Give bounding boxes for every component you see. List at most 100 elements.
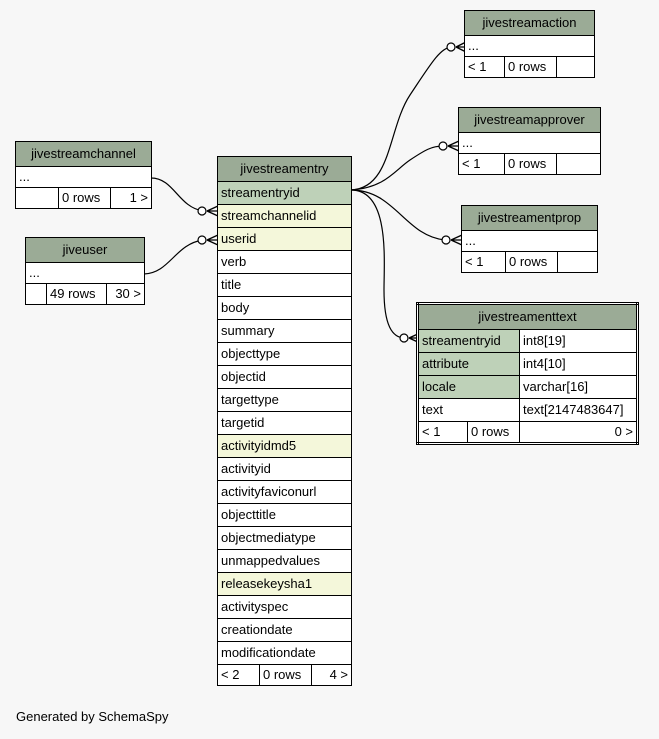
stat-parents: < 1 (461, 251, 506, 273)
column-row: creationdate (217, 618, 352, 642)
edge-entry-to-channel (150, 177, 204, 212)
column-row: summary (217, 319, 352, 343)
stat-parents: < 1 (417, 421, 468, 444)
column-row: body (217, 296, 352, 320)
column-row: verb (217, 250, 352, 274)
column-row: title (217, 273, 352, 297)
column-row: objectmediatype (217, 526, 352, 550)
column-row: objecttitle (217, 503, 352, 527)
column-row: objectid (217, 365, 352, 389)
table-header: jivestreamenttext (417, 303, 638, 330)
edge-entry-to-user (143, 239, 204, 275)
column-name: text (417, 398, 520, 422)
column-type: int4[10] (519, 352, 638, 376)
columns-ellipsis: ... (458, 132, 601, 154)
stat-parents (25, 283, 47, 305)
table-header: jivestreamentprop (461, 205, 598, 231)
stat-rows: 0 rows (58, 187, 111, 209)
stat-parents: < 1 (464, 56, 505, 78)
stat-children (556, 153, 601, 175)
edge-entry-to-action (350, 46, 452, 191)
stat-parents (15, 187, 59, 209)
column-name: title (217, 273, 352, 297)
table-jivestreamapprover[interactable]: jivestreamapprover ... < 1 0 rows (458, 107, 601, 175)
column-name: activityspec (217, 595, 352, 619)
crowfoot-user (206, 234, 219, 246)
generated-by-footer: Generated by SchemaSpy (16, 709, 169, 724)
column-name: body (217, 296, 352, 320)
stat-rows: 0 rows (259, 664, 312, 686)
column-name: summary (217, 319, 352, 343)
table-header: jiveuser (25, 237, 145, 263)
column-row: streamchannelid (217, 204, 352, 228)
crowfoot-entprop (450, 234, 463, 246)
column-name: unmappedvalues (217, 549, 352, 573)
stat-rows: 0 rows (504, 153, 557, 175)
crowfoot-approver (447, 140, 460, 152)
columns-ellipsis: ... (461, 230, 598, 252)
column-name: locale (417, 375, 520, 399)
column-name: streamchannelid (217, 204, 352, 228)
column-name: attribute (417, 352, 520, 376)
table-jiveuser[interactable]: jiveuser ... 49 rows 30 > (25, 237, 145, 305)
stat-rows: 0 rows (504, 56, 557, 78)
column-name: verb (217, 250, 352, 274)
crowfoot-channel (206, 205, 219, 217)
stat-children (557, 251, 598, 273)
edge-entry-to-enttext (350, 189, 406, 339)
stat-rows: 49 rows (46, 283, 107, 305)
stat-children: 4 > (311, 664, 352, 686)
column-name: activityid (217, 457, 352, 481)
column-name: releasekeysha1 (217, 572, 352, 596)
column-row: releasekeysha1 (217, 572, 352, 596)
edge-entry-to-approver (350, 145, 444, 191)
column-row: unmappedvalues (217, 549, 352, 573)
column-row: targettype (217, 388, 352, 412)
column-row: activityspec (217, 595, 352, 619)
column-name: objectid (217, 365, 352, 389)
column-row: targetid (217, 411, 352, 435)
column-name: targettype (217, 388, 352, 412)
column-name: creationdate (217, 618, 352, 642)
table-jivestreamentprop[interactable]: jivestreamentprop ... < 1 0 rows (461, 205, 598, 273)
table-header: jivestreamapprover (458, 107, 601, 133)
stat-rows: 0 rows (505, 251, 558, 273)
stat-children: 0 > (519, 421, 638, 444)
stat-parents: < 2 (217, 664, 260, 686)
table-header: jivestreamaction (464, 10, 595, 36)
table-jivestreamaction[interactable]: jivestreamaction ... < 1 0 rows (464, 10, 595, 78)
table-jivestreamchannel[interactable]: jivestreamchannel ... 0 rows 1 > (15, 141, 152, 209)
column-name: objectmediatype (217, 526, 352, 550)
columns-ellipsis: ... (464, 35, 595, 57)
columns-ellipsis: ... (25, 262, 145, 284)
circle-user (197, 235, 207, 245)
stat-children: 30 > (106, 283, 145, 305)
column-name: modificationdate (217, 641, 352, 665)
column-name: userid (217, 227, 352, 251)
column-row: activityid (217, 457, 352, 481)
column-name: objecttitle (217, 503, 352, 527)
columns-ellipsis: ... (15, 166, 152, 188)
column-row: modificationdate (217, 641, 352, 665)
column-row: activityfaviconurl (217, 480, 352, 504)
column-name: streamentryid (217, 181, 352, 205)
edge-entry-to-entprop (350, 189, 446, 241)
circle-action (446, 42, 456, 52)
column-type: varchar[16] (519, 375, 638, 399)
circle-channel (197, 206, 207, 216)
column-name: streamentryid (417, 329, 520, 353)
stat-children: 1 > (110, 187, 152, 209)
column-name: activityfaviconurl (217, 480, 352, 504)
table-header: jivestreamchannel (15, 141, 152, 167)
column-name: activityidmd5 (217, 434, 352, 458)
stat-rows: 0 rows (467, 421, 520, 444)
column-row: streamentryid (217, 181, 352, 205)
circle-enttext (399, 333, 409, 343)
column-row: userid (217, 227, 352, 251)
